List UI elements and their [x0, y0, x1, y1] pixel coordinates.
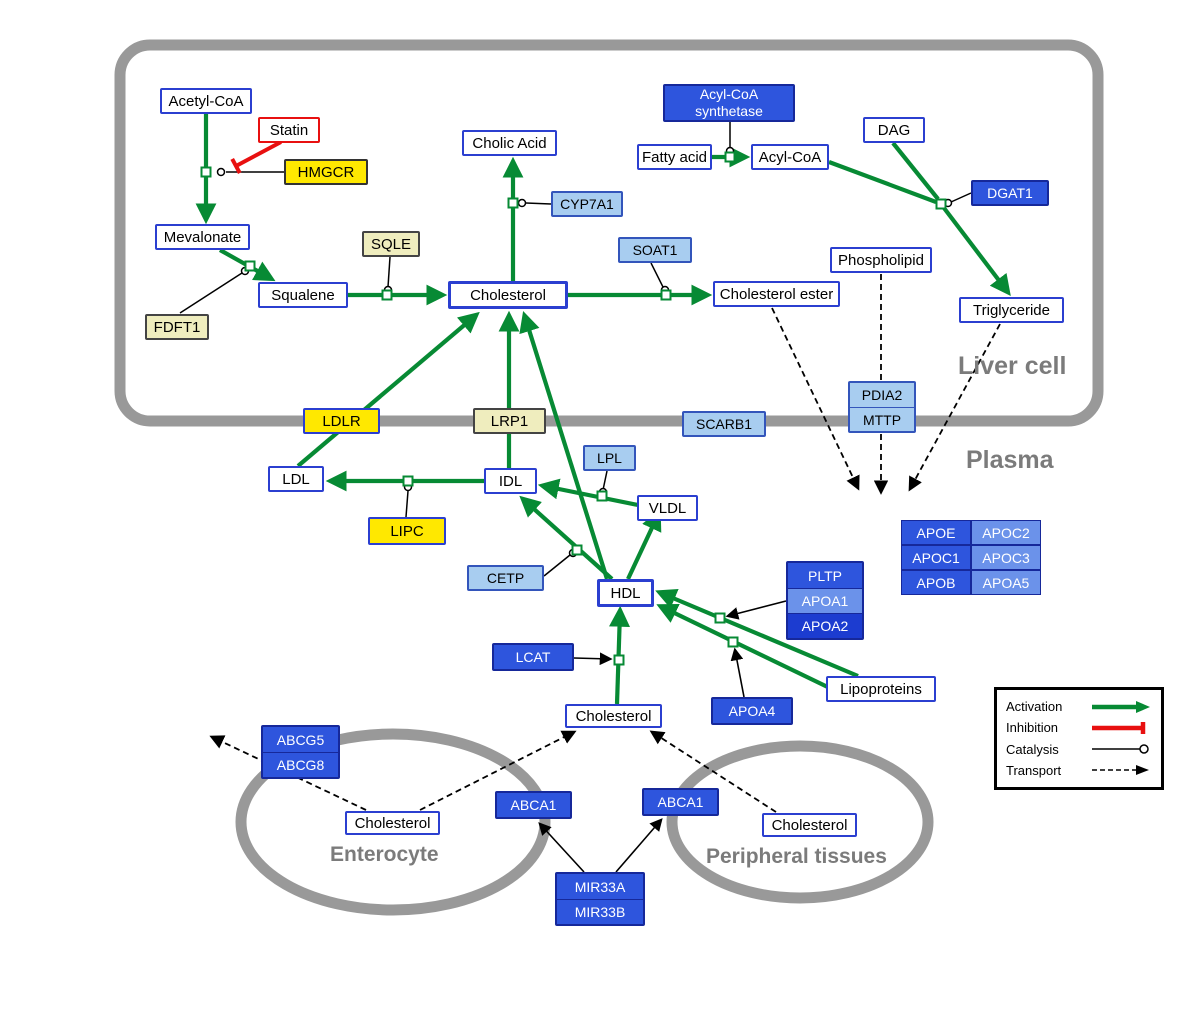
- node-apoa5[interactable]: APOA5: [971, 570, 1041, 595]
- node-apolipoprotein-grid: APOE APOC2 APOC1 APOC3 APOB APOA5: [901, 520, 1041, 595]
- node-lipoproteins[interactable]: Lipoproteins: [826, 676, 936, 702]
- node-pltp-apoa-stack: PLTP APOA1 APOA2: [786, 561, 864, 640]
- node-apoc1[interactable]: APOC1: [901, 545, 971, 570]
- node-acyl-coa[interactable]: Acyl-CoA: [751, 144, 829, 170]
- legend-inhibition-row: Inhibition: [1006, 717, 1152, 738]
- enterocyte-label: Enterocyte: [330, 843, 439, 866]
- node-idl[interactable]: IDL: [484, 468, 537, 494]
- node-acyl-coa-synthetase[interactable]: Acyl-CoA synthetase: [663, 84, 795, 122]
- node-fatty-acid[interactable]: Fatty acid: [637, 144, 712, 170]
- activation-arrow-icon: [1092, 700, 1150, 713]
- legend-activation-label: Activation: [1006, 699, 1063, 714]
- catalysis-circle-icon: [1092, 744, 1149, 754]
- node-cetp[interactable]: CETP: [467, 565, 544, 591]
- node-mir33b[interactable]: MIR33B: [557, 899, 643, 924]
- regulator-arrows: [538, 600, 787, 873]
- legend-activation-row: Activation: [1006, 696, 1152, 717]
- node-sqle[interactable]: SQLE: [362, 231, 420, 257]
- legend-inhibition-label: Inhibition: [1006, 720, 1059, 736]
- node-dag[interactable]: DAG: [863, 117, 925, 143]
- node-cholesterol-plasma[interactable]: Cholesterol: [565, 704, 662, 728]
- node-lipc[interactable]: LIPC: [368, 517, 446, 545]
- node-abca1-right[interactable]: ABCA1: [642, 788, 719, 816]
- node-dgat1[interactable]: DGAT1: [971, 180, 1049, 206]
- node-hdl[interactable]: HDL: [597, 579, 654, 607]
- node-phospholipid[interactable]: Phospholipid: [830, 247, 932, 273]
- node-ldl[interactable]: LDL: [268, 466, 324, 492]
- compartment-shapes: [114, 39, 1104, 916]
- legend-transport-row: Transport: [1006, 760, 1152, 781]
- node-pdia2-mttp-stack: PDIA2 MTTP: [848, 381, 916, 433]
- node-lcat[interactable]: LCAT: [492, 643, 574, 671]
- node-ldlr[interactable]: LDLR: [303, 408, 380, 434]
- node-apoa1[interactable]: APOA1: [788, 588, 862, 613]
- transport-arrow-icon: [1092, 765, 1149, 776]
- node-mir33-stack: MIR33A MIR33B: [555, 872, 645, 926]
- node-apoc2[interactable]: APOC2: [971, 520, 1041, 545]
- liver-cell-membrane: [114, 39, 1104, 427]
- node-fdft1[interactable]: FDFT1: [145, 314, 209, 340]
- node-cholesterol-liver[interactable]: Cholesterol: [448, 281, 568, 309]
- node-mevalonate[interactable]: Mevalonate: [155, 224, 250, 250]
- enterocyte-membrane: [235, 728, 551, 916]
- node-cholic-acid[interactable]: Cholic Acid: [462, 130, 557, 156]
- node-abcg8[interactable]: ABCG8: [263, 752, 338, 777]
- node-statin[interactable]: Statin: [258, 117, 320, 143]
- node-acetyl-coa[interactable]: Acetyl-CoA: [160, 88, 252, 114]
- node-soat1[interactable]: SOAT1: [618, 237, 692, 263]
- peripheral-tissues-membrane: [666, 740, 934, 904]
- liver-cell-label: Liver cell: [958, 352, 1067, 380]
- reaction-squares: [200, 151, 947, 666]
- node-hmgcr[interactable]: HMGCR: [284, 159, 368, 185]
- node-squalene[interactable]: Squalene: [258, 282, 348, 308]
- node-lpl[interactable]: LPL: [583, 445, 636, 471]
- node-mttp[interactable]: MTTP: [850, 407, 914, 431]
- node-pdia2[interactable]: PDIA2: [850, 383, 914, 407]
- node-apoe[interactable]: APOE: [901, 520, 971, 545]
- node-triglyceride[interactable]: Triglyceride: [959, 297, 1064, 323]
- node-scarb1[interactable]: SCARB1: [682, 411, 766, 437]
- node-lrp1[interactable]: LRP1: [473, 408, 546, 434]
- inhibition-tbar-icon: [1092, 721, 1146, 734]
- node-cholesterol-ester[interactable]: Cholesterol ester: [713, 281, 840, 307]
- legend-transport-label: Transport: [1006, 762, 1062, 778]
- node-cholesterol-peripheral[interactable]: Cholesterol: [762, 813, 857, 837]
- node-cholesterol-enterocyte[interactable]: Cholesterol: [345, 811, 440, 835]
- node-cyp7a1[interactable]: CYP7A1: [551, 191, 623, 217]
- peripheral-tissues-label: Peripheral tissues: [706, 845, 887, 868]
- node-apoa4[interactable]: APOA4: [711, 697, 793, 725]
- legend-catalysis-row: Catalysis: [1006, 739, 1152, 760]
- inhibition-edge: [230, 140, 282, 175]
- node-apob[interactable]: APOB: [901, 570, 971, 595]
- legend-catalysis-label: Catalysis: [1006, 741, 1059, 757]
- catalysis-edges: [179, 122, 972, 577]
- legend: Activation Inhibition Catalysis Transpor…: [994, 687, 1164, 790]
- node-abca1-left[interactable]: ABCA1: [495, 791, 572, 819]
- plasma-label: Plasma: [966, 446, 1054, 474]
- node-apoc3[interactable]: APOC3: [971, 545, 1041, 570]
- node-abcg5[interactable]: ABCG5: [263, 727, 338, 752]
- node-abcg-stack: ABCG5 ABCG8: [261, 725, 340, 779]
- node-mir33a[interactable]: MIR33A: [557, 874, 643, 899]
- node-apoa2[interactable]: APOA2: [788, 613, 862, 638]
- node-vldl[interactable]: VLDL: [637, 495, 698, 521]
- node-pltp[interactable]: PLTP: [788, 563, 862, 588]
